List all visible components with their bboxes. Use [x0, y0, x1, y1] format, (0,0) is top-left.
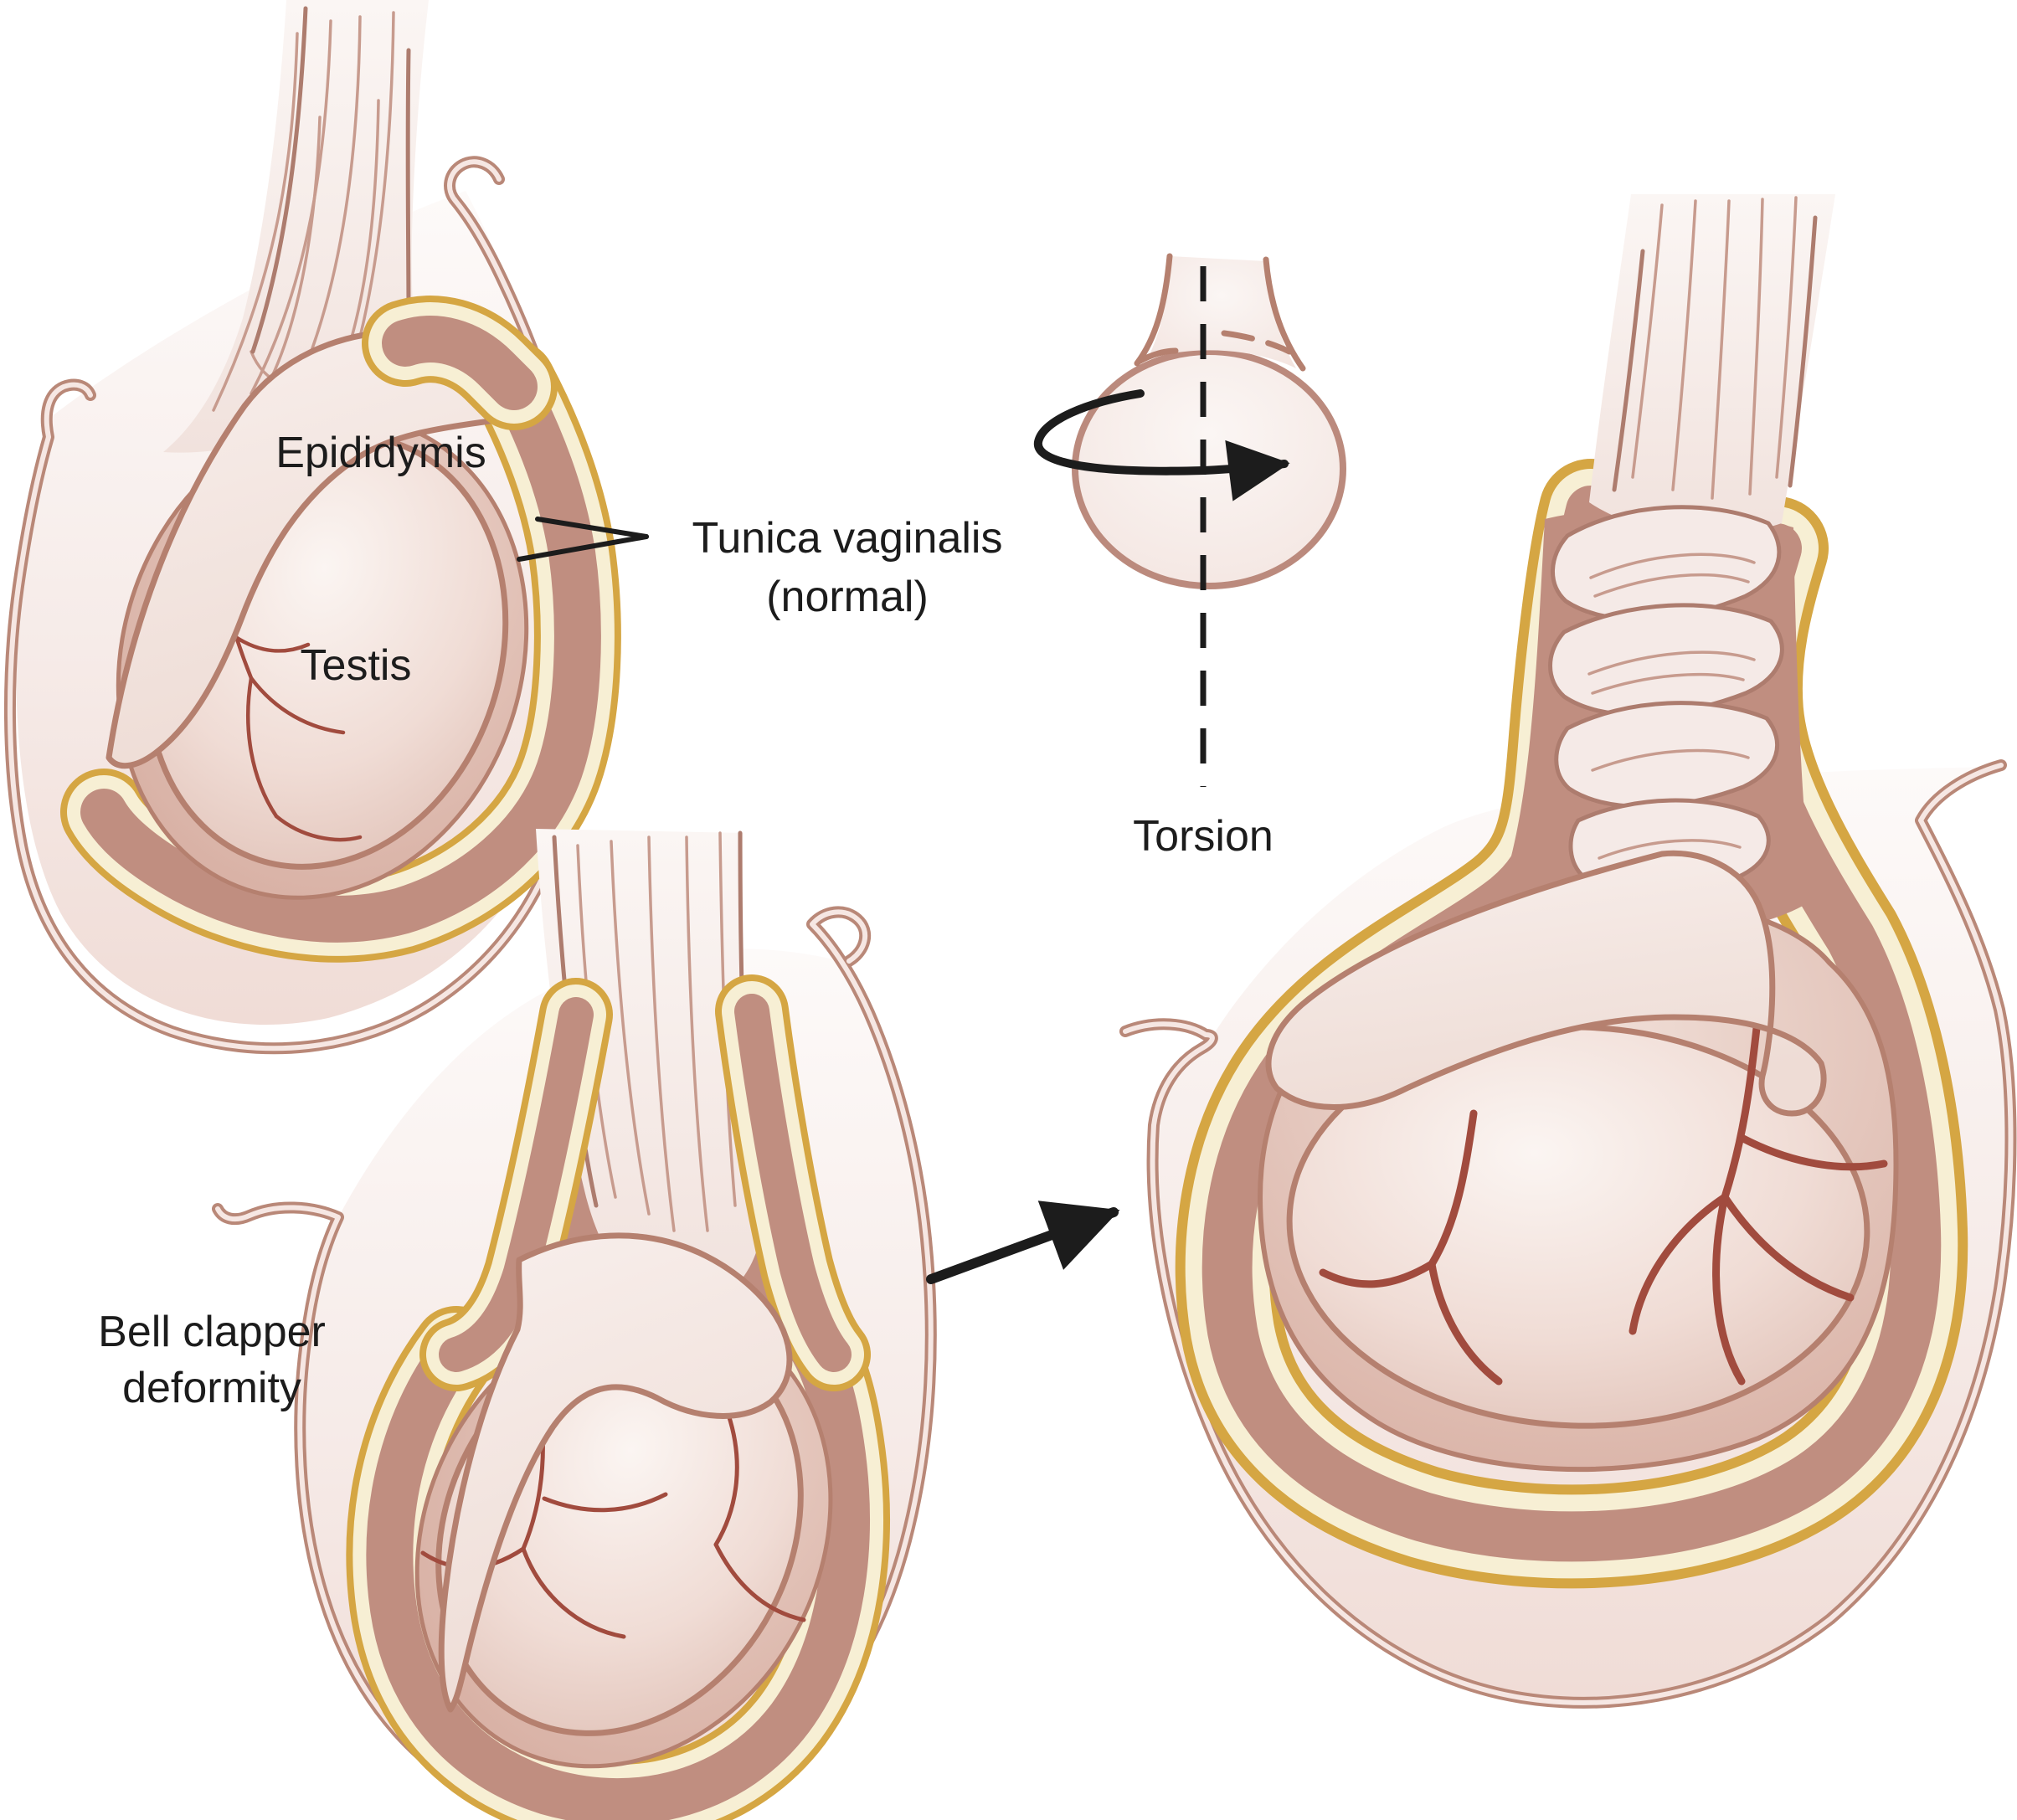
epididymis-body: [438, 1232, 793, 1713]
cord-twist-dash: [1221, 330, 1293, 355]
cord-right-contour: [1263, 256, 1306, 372]
epididymis-body: [1265, 850, 1827, 1117]
panel-torsion-axis: Torsion: [1033, 253, 1346, 861]
torsion-label: Torsion: [1133, 812, 1273, 861]
tunica-annotation: Tunica vaginalis (normal): [517, 514, 1003, 621]
panel-torsion-result: [1119, 194, 2017, 1709]
tunica-vaginalis-top-hook: [405, 339, 514, 387]
cord-neck-fill: [1147, 256, 1296, 368]
progression-arrow-icon: [926, 1200, 1120, 1284]
panel-normal-anatomy: Epididymis Testis: [3, 0, 593, 1055]
rotation-arrow-icon: [1033, 389, 1290, 501]
panel-bell-clapper: Bell clapper deformity: [98, 829, 937, 1820]
tunica-vaginalis-label: Tunica vaginalis: [692, 514, 1003, 563]
epididymis-label: Epididymis: [275, 429, 486, 477]
testis-veins: [1319, 1024, 1888, 1386]
bell-clapper-label: Bell clapper: [98, 1308, 326, 1356]
scrotum-wall: [1119, 759, 2017, 1709]
label-pointer-line-lower: [517, 534, 649, 562]
scrotum-wall: [3, 156, 593, 1055]
tunica-vaginalis-label-2: (normal): [766, 573, 929, 621]
cord-left-contour: [1134, 253, 1173, 367]
bell-clapper-label-2: deformity: [122, 1364, 301, 1412]
cord-left-flick: [1135, 347, 1179, 365]
testis-label: Testis: [301, 641, 412, 690]
label-pointer-line-upper: [535, 517, 649, 539]
